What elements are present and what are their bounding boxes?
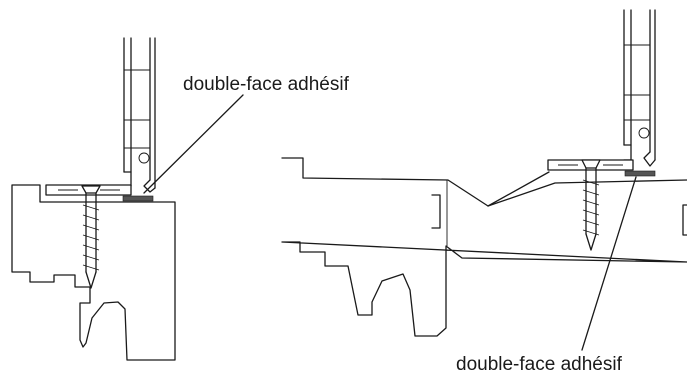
left-detail <box>11 37 244 361</box>
left-frame-profile <box>11 184 176 361</box>
left-mullion <box>123 37 156 193</box>
left-tape <box>122 195 154 202</box>
right-tape <box>624 170 656 177</box>
left-screw <box>81 185 101 289</box>
left-leader-line <box>143 94 244 194</box>
right-detail <box>281 9 687 351</box>
right-mullion <box>623 9 656 167</box>
left-tape-label: double-face adhésif <box>183 74 349 95</box>
right-frame-profile <box>281 157 687 337</box>
right-rail-leader-line <box>487 171 550 207</box>
right-screw <box>581 159 601 251</box>
right-tape-label: double-face adhésif <box>456 354 622 375</box>
right-leader-line <box>581 176 637 351</box>
